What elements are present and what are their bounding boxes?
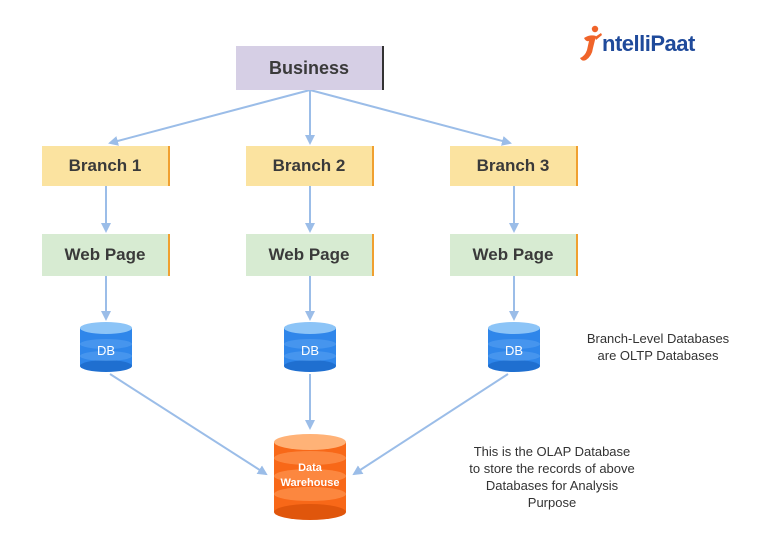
branch-2-label: Branch 2: [272, 156, 346, 175]
warehouse-label-line-1: Data: [298, 462, 322, 474]
branch-3-node: Branch 3: [450, 146, 578, 186]
db-1-label: DB: [96, 343, 116, 358]
branch-2-node: Branch 2: [246, 146, 374, 186]
branch-1-label: Branch 1: [68, 156, 142, 175]
oltp-note-line-1: Branch-Level Databases: [586, 331, 730, 346]
arrow-business-branch-3: [309, 89, 512, 146]
web-page-1-node: Web Page: [42, 234, 170, 276]
db-2-label: DB: [300, 343, 320, 358]
running-person-i-icon: [580, 25, 602, 61]
olap-note-line-1: This is the OLAP Database: [473, 444, 631, 459]
business-label: Business: [268, 57, 350, 78]
web-page-3-node: Web Page: [450, 234, 578, 276]
db-1-icon: [80, 322, 132, 372]
web-page-2-node: Web Page: [246, 234, 374, 276]
web-page-2-label: Web Page: [268, 245, 350, 264]
db-3-label: DB: [504, 343, 524, 358]
arrow-db-3-warehouse: [352, 373, 509, 476]
olap-note-line-3: Databases for Analysis: [485, 478, 619, 493]
intellipaat-logo: ntelliPaat: [578, 22, 695, 66]
web-page-3-label: Web Page: [472, 245, 554, 264]
logo-text: ntelliPaat: [602, 31, 695, 56]
web-page-1-label: Web Page: [64, 245, 146, 264]
branch-1-node: Branch 1: [42, 146, 170, 186]
arrow-business-branch-1: [108, 89, 311, 146]
db-3-icon: [488, 322, 540, 372]
olap-note: This is the OLAP Database to store the r…: [440, 443, 664, 511]
business-node: Business: [236, 46, 384, 90]
branch-3-label: Branch 3: [476, 156, 550, 175]
oltp-note: Branch-Level Databases are OLTP Database…: [560, 330, 756, 364]
data-warehouse-icon: [274, 434, 346, 520]
olap-note-line-2: to store the records of above: [469, 461, 635, 476]
oltp-note-line-2: are OLTP Databases: [597, 348, 719, 363]
olap-note-line-4: Purpose: [527, 495, 577, 510]
arrow-db-1-warehouse: [109, 373, 268, 476]
db-2-icon: [284, 322, 336, 372]
warehouse-label-line-2: Warehouse: [280, 477, 340, 489]
